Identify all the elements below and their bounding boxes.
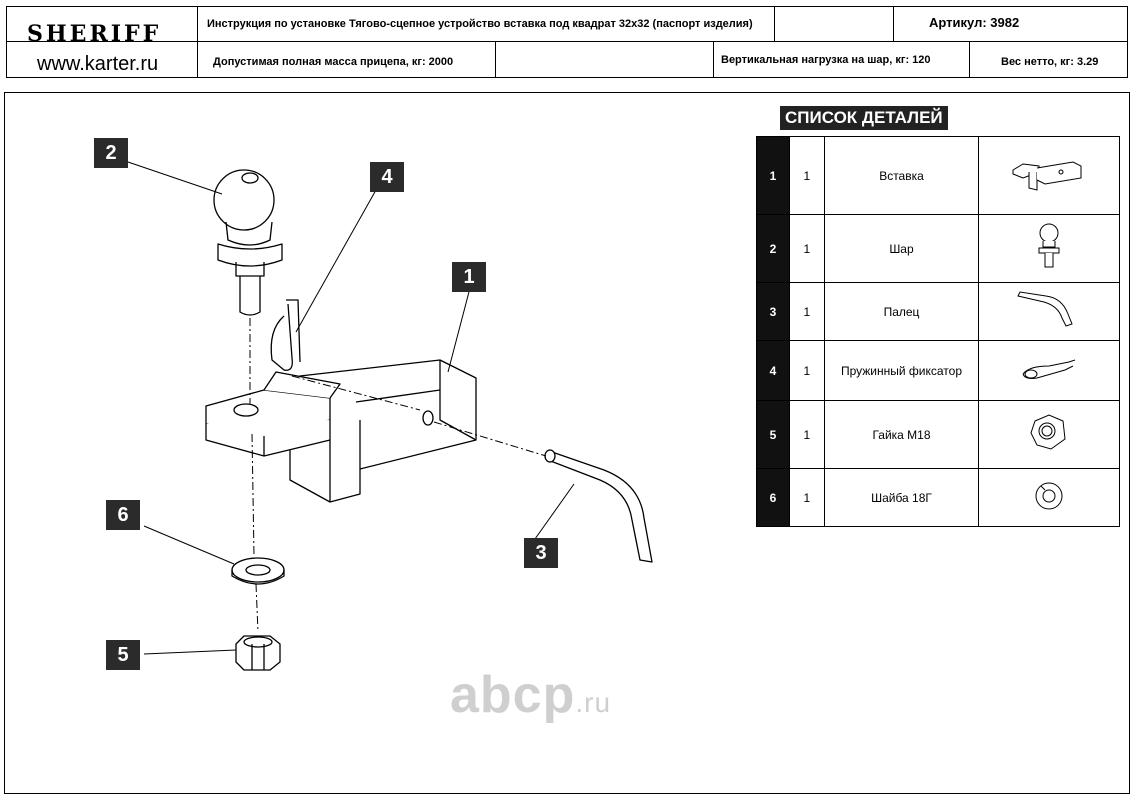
tow-ball-icon <box>1038 223 1060 268</box>
part-name: Шар <box>823 214 980 283</box>
callout-1: 1 <box>452 262 486 292</box>
header-col-divider <box>197 7 198 77</box>
part-name: Вставка <box>823 136 980 215</box>
part-picture-cell <box>978 282 1120 341</box>
part-quantity: 1 <box>788 400 825 469</box>
part-quantity: 1 <box>788 282 825 341</box>
instruction-title: Инструкция по установке Тягово-сцепное у… <box>207 18 753 30</box>
pin-drawing <box>544 449 653 563</box>
part-picture-cell <box>978 400 1120 469</box>
drawing-frame <box>4 92 1130 794</box>
nut-drawing <box>235 635 281 671</box>
watermark-main: abcp <box>450 666 576 724</box>
washer-drawing <box>231 557 285 585</box>
part-picture-cell <box>978 340 1120 401</box>
part-quantity: 1 <box>788 214 825 283</box>
header-table: SHERIFF www.karter.ru Инструкция по уста… <box>6 6 1128 78</box>
header-col-divider <box>495 41 496 77</box>
hitch-insert-drawing <box>205 359 477 503</box>
part-number: 2 <box>756 214 790 283</box>
brand-logo: SHERIFF <box>27 21 162 47</box>
tow-ball-drawing <box>213 169 283 316</box>
callout-4: 4 <box>370 162 404 192</box>
hitch-insert-icon <box>1012 161 1082 191</box>
header-col-divider <box>893 7 894 41</box>
part-picture-cell <box>978 136 1120 215</box>
net-weight: Вес нетто, кг: 3.29 <box>1001 56 1099 68</box>
part-quantity: 1 <box>788 468 825 527</box>
header-col-divider <box>969 41 970 77</box>
article-number: Артикул: 3982 <box>929 15 1020 30</box>
part-name: Пружинный фиксатор <box>823 340 980 401</box>
header-col-divider <box>713 41 714 77</box>
nut-icon <box>1030 414 1066 450</box>
callout-5: 5 <box>106 640 140 670</box>
washer-icon <box>1035 482 1063 510</box>
table-row: 4 1 Пружинный фиксатор <box>756 340 1120 401</box>
watermark: abcp.ru <box>450 665 611 725</box>
header-row-divider <box>7 41 1127 42</box>
callout-3: 3 <box>524 538 558 568</box>
axis-lines <box>249 318 547 633</box>
watermark-suffix: .ru <box>575 687 612 718</box>
table-row: 3 1 Палец <box>756 282 1120 341</box>
spring-clip-drawing <box>270 299 301 371</box>
max-trailer-mass: Допустимая полная масса прицепа, кг: 200… <box>213 56 454 68</box>
table-row: 1 1 Вставка <box>756 136 1120 215</box>
header-col-divider <box>774 7 775 41</box>
table-row: 6 1 Шайба 18Г <box>756 468 1120 527</box>
part-number: 6 <box>756 468 790 527</box>
part-name: Гайка М18 <box>823 400 980 469</box>
spring-clip-icon <box>1022 359 1076 379</box>
website-link[interactable]: www.karter.ru <box>37 53 159 75</box>
part-name: Шайба 18Г <box>823 468 980 527</box>
part-picture-cell <box>978 468 1120 527</box>
leader-lines <box>127 161 575 655</box>
part-name: Палец <box>823 282 980 341</box>
table-row: 2 1 Шар <box>756 214 1120 283</box>
table-row: 5 1 Гайка М18 <box>756 400 1120 469</box>
part-number: 5 <box>756 400 790 469</box>
part-number: 4 <box>756 340 790 401</box>
part-quantity: 1 <box>788 340 825 401</box>
part-quantity: 1 <box>788 136 825 215</box>
parts-list-table: 1 1 Вставка 2 1 Шар <box>756 136 1120 527</box>
vertical-load: Вертикальная нагрузка на шар, кг: 120 <box>721 54 931 66</box>
part-number: 3 <box>756 282 790 341</box>
pin-icon <box>1017 291 1073 327</box>
callout-6: 6 <box>106 500 140 530</box>
callout-2: 2 <box>94 138 128 168</box>
parts-list-title: СПИСОК ДЕТАЛЕЙ <box>780 106 948 130</box>
part-picture-cell <box>978 214 1120 283</box>
part-number: 1 <box>756 136 790 215</box>
